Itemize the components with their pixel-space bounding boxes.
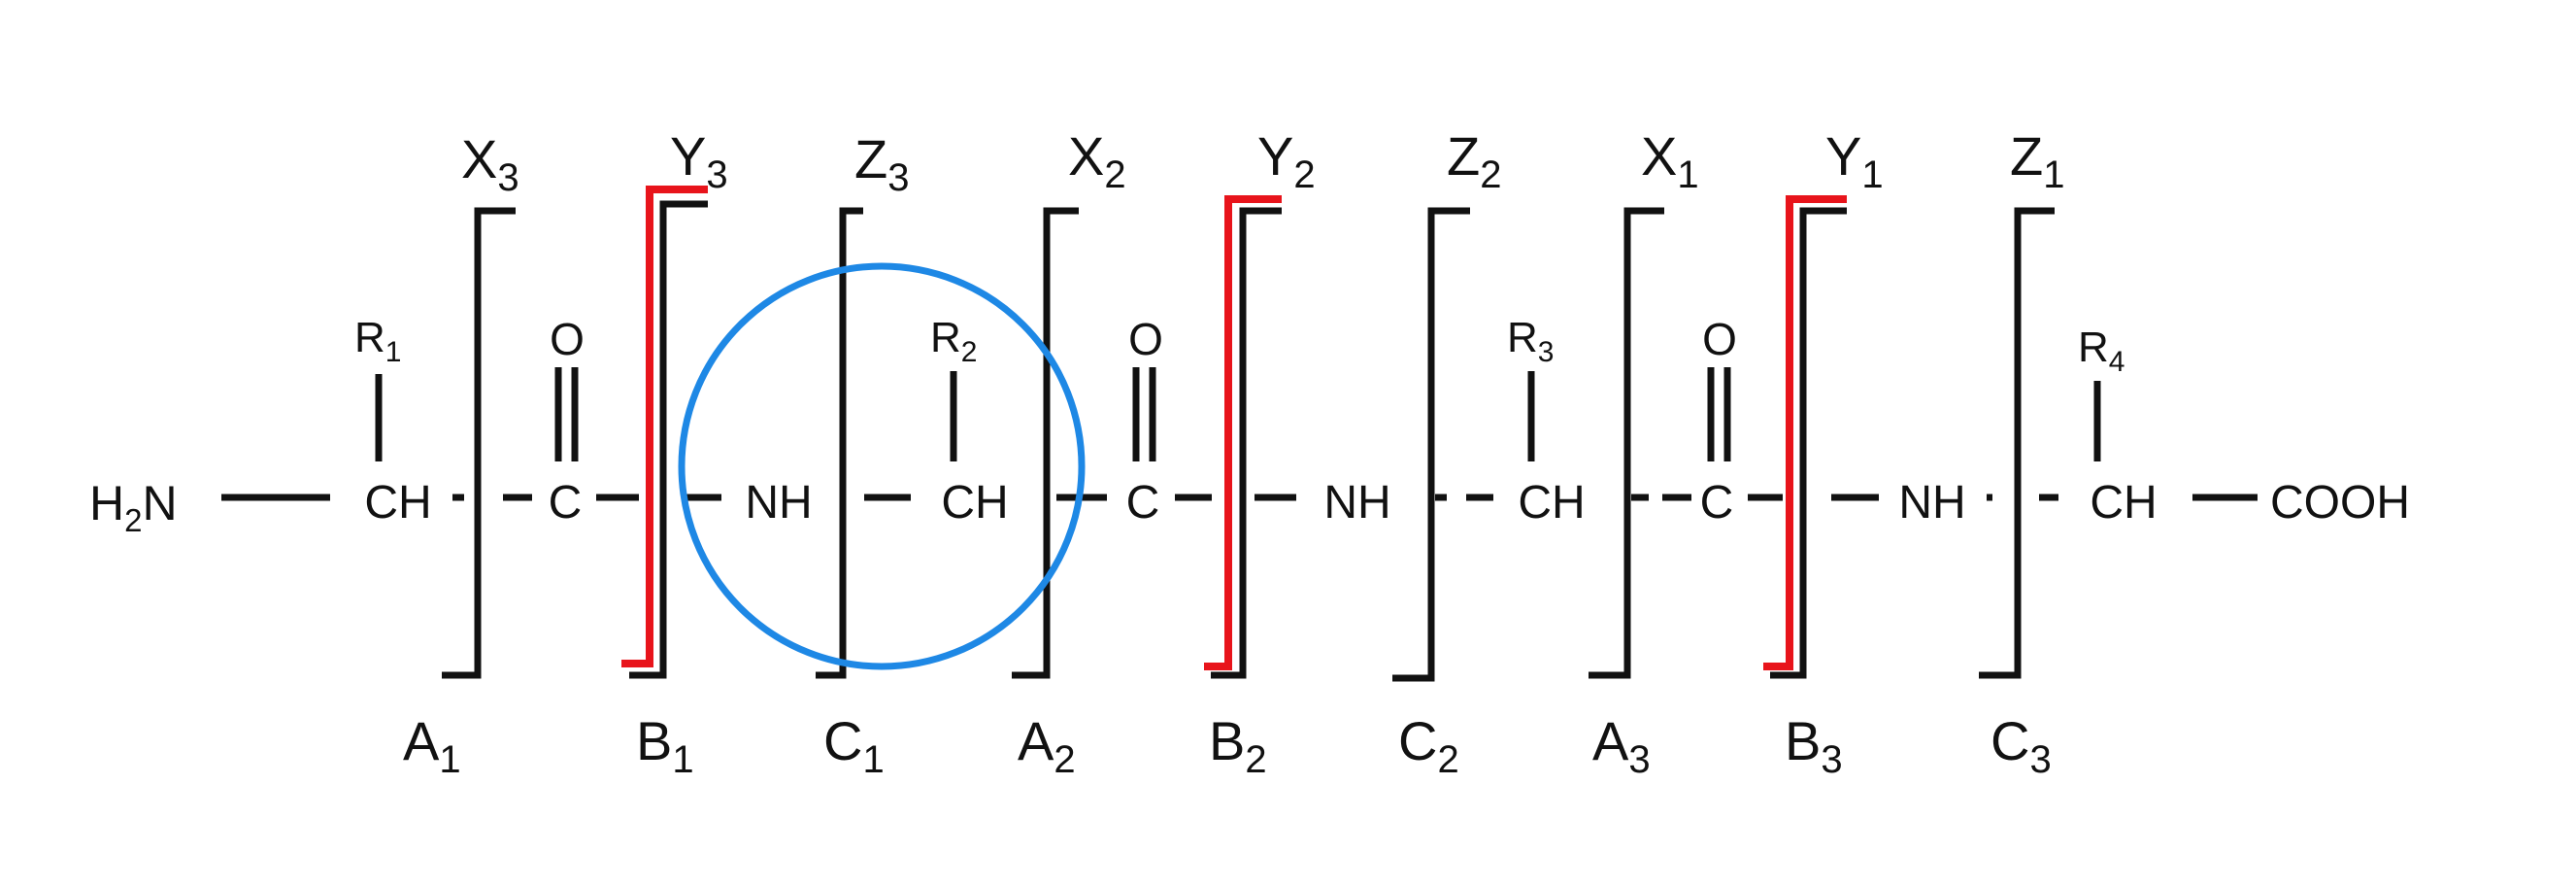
ion-label-b2: B2 (1209, 710, 1267, 781)
ch-residue-1: CH (364, 477, 431, 529)
nh-residue-2: NH (745, 477, 812, 529)
ion-label-z1: Z1 (2010, 125, 2064, 196)
c-terminus-label: COOH (2270, 477, 2410, 529)
bracket-b3-y1 (1770, 207, 1847, 679)
carbonyl-c-2: C (1126, 477, 1160, 529)
ion-label-c1: C1 (823, 710, 885, 781)
ch-residue-3: CH (1518, 477, 1585, 529)
side-chain-r4: R4 (2078, 324, 2124, 378)
carbonyl-c-3: C (1700, 477, 1734, 529)
ion-label-z3: Z3 (854, 128, 909, 199)
oxygen-1: O (550, 314, 585, 364)
ion-label-a2: A2 (1018, 710, 1076, 781)
side-chain-r1: R1 (354, 314, 401, 368)
bracket-b1-y3 (629, 200, 708, 679)
ion-label-x1: X1 (1641, 125, 1699, 196)
ion-label-y1: Y1 (1825, 125, 1884, 196)
bracket-b2-y2 (1211, 207, 1282, 679)
ion-label-a1: A1 (403, 710, 461, 781)
nh-residue-3: NH (1323, 477, 1390, 529)
ion-label-c3: C3 (1991, 710, 2052, 781)
ion-label-x3: X3 (461, 128, 519, 199)
ch-residue-4: CH (2090, 477, 2157, 529)
red-bracket-b3-y1 (1763, 195, 1847, 670)
bracket-c3-z1 (1979, 207, 2055, 679)
ion-label-y2: Y2 (1257, 125, 1316, 196)
ion-label-b1: B1 (636, 710, 694, 781)
oxygen-2: O (1128, 314, 1163, 364)
cleavage-brackets (442, 186, 2055, 682)
ion-label-y3: Y3 (670, 125, 728, 196)
bracket-c2-z2 (1392, 207, 1470, 682)
residue-highlight-circle (678, 262, 1086, 670)
ion-label-c2: C2 (1398, 710, 1459, 781)
red-bracket-b1-y3 (621, 186, 708, 667)
bottom-ion-labels: A1 B1 C1 A2 B2 C2 A3 B3 C3 (403, 710, 2052, 781)
backbone-bonds (221, 367, 2258, 501)
side-chain-r2: R2 (930, 314, 977, 368)
ion-label-x2: X2 (1068, 125, 1126, 196)
ion-label-z2: Z2 (1447, 125, 1501, 196)
ion-label-b3: B3 (1785, 710, 1843, 781)
ion-label-a3: A3 (1592, 710, 1651, 781)
nh-residue-4: NH (1898, 477, 1965, 529)
top-ion-labels: X3 Y3 Z3 X2 Y2 Z2 X1 Y1 Z1 (461, 125, 2064, 199)
bracket-a1-x3 (442, 207, 516, 679)
ch-residue-2: CH (941, 477, 1008, 529)
bracket-a2-x2 (1012, 207, 1079, 679)
oxygen-3: O (1702, 314, 1737, 364)
bracket-c1-z3 (816, 207, 863, 679)
red-bracket-b2-y2 (1204, 195, 1282, 670)
bracket-a3-x1 (1589, 207, 1664, 679)
n-terminus-label: H2N (89, 476, 178, 538)
side-chain-r3: R3 (1507, 314, 1554, 368)
carbonyl-c-1: C (549, 477, 583, 529)
